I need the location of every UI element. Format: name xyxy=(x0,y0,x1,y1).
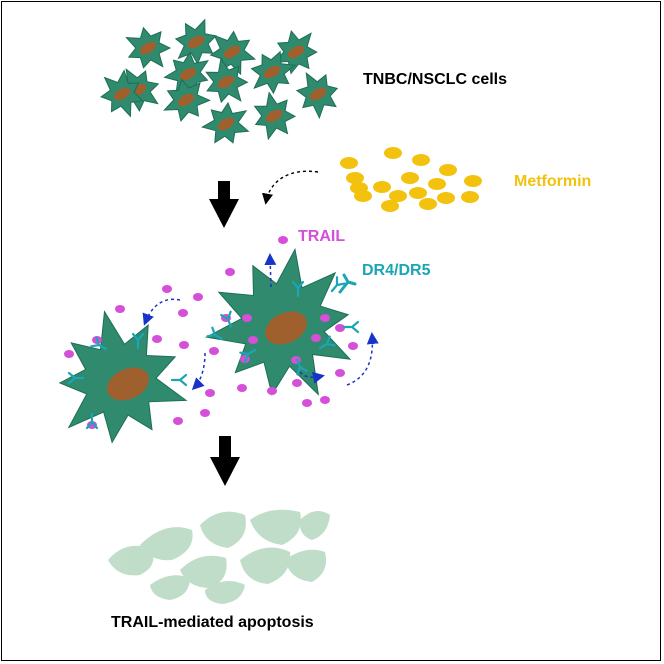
trail-dot xyxy=(193,293,203,301)
trail-dot xyxy=(278,236,288,244)
metformin-pill xyxy=(439,164,457,176)
receptor-icon xyxy=(330,276,346,293)
cell-icon xyxy=(295,71,339,120)
trail-dot xyxy=(302,399,312,407)
cell-icon xyxy=(253,91,297,141)
metformin-action-arrow-icon xyxy=(262,170,319,205)
trail-dot xyxy=(209,347,219,355)
cell-icon xyxy=(209,30,257,76)
trail-dot xyxy=(173,417,183,425)
metformin-pill xyxy=(381,200,399,212)
cell-icon xyxy=(100,69,144,118)
trail-dot xyxy=(320,396,330,404)
cell-icon xyxy=(205,57,249,104)
trail-dot xyxy=(178,309,188,317)
cell-fragment xyxy=(180,555,227,588)
down-arrow-icon xyxy=(209,181,239,228)
trail-dot xyxy=(348,342,358,350)
trail-dot xyxy=(64,350,74,358)
cell-fragment xyxy=(299,511,330,540)
tnbc-nsclc-cell-cluster xyxy=(100,18,339,144)
curved-arrow-icon xyxy=(299,371,325,384)
cell-icon xyxy=(250,50,297,95)
receptor-icon xyxy=(85,412,99,430)
curved-arrow-icon xyxy=(346,332,379,386)
metformin-pill xyxy=(437,192,455,204)
receptor-icon xyxy=(239,348,257,363)
trail-dot xyxy=(311,334,321,342)
cell-fragment xyxy=(200,511,246,548)
trail-dot xyxy=(179,341,189,349)
receptor-pointer-icon xyxy=(338,273,357,294)
curved-arrow-icon xyxy=(264,253,277,288)
trail-dot xyxy=(152,335,162,343)
receptor-icon xyxy=(131,332,145,350)
metformin-pill xyxy=(346,172,364,184)
receptor-label: DR4/DR5 xyxy=(362,262,431,279)
cell-fragment xyxy=(285,549,327,582)
trail-dot xyxy=(242,314,252,322)
cell-fragment xyxy=(108,545,154,576)
receptor-icon xyxy=(296,358,308,376)
cell-fragment xyxy=(205,581,245,604)
metformin-pill xyxy=(464,175,482,187)
cell-icon xyxy=(200,101,250,144)
outcome-label: TRAIL-mediated apoptosis xyxy=(111,614,314,631)
receptor-icon xyxy=(206,326,224,341)
metformin-pill xyxy=(461,191,479,203)
cell-fragment xyxy=(150,575,190,600)
metformin-pill xyxy=(412,154,430,166)
trail-dot xyxy=(320,314,330,322)
receptor-icon xyxy=(170,373,188,387)
receptor-icon xyxy=(318,335,336,350)
metformin-pill xyxy=(419,198,437,210)
trail-label: TRAIL xyxy=(298,228,346,245)
metformin-pill xyxy=(409,187,427,199)
trail-dot xyxy=(267,387,277,395)
curved-arrow-icon xyxy=(191,352,206,391)
metformin-pill xyxy=(384,147,402,159)
receptor-icon xyxy=(90,336,108,351)
trail-dot xyxy=(87,421,97,429)
metformin-pill xyxy=(350,182,368,194)
trail-dot xyxy=(335,324,345,332)
cell-icon xyxy=(273,30,318,75)
trail-release-arrows xyxy=(142,253,379,391)
receptor-icon xyxy=(67,371,85,385)
trail-dot xyxy=(248,336,258,344)
dr4-dr5-receptors xyxy=(67,273,360,430)
apoptotic-cell-fragments xyxy=(108,509,330,604)
cells-label: TNBC/NSCLC cells xyxy=(363,71,508,88)
down-arrow-icon xyxy=(210,436,240,486)
cell-icon xyxy=(125,26,172,69)
cell-icon xyxy=(58,310,188,444)
receptor-icon xyxy=(220,310,232,328)
trail-dot xyxy=(237,384,247,392)
cell-fragment xyxy=(250,509,301,545)
cell-fragment xyxy=(240,547,291,584)
cell-icon xyxy=(174,18,218,65)
metformin-pill xyxy=(428,178,446,190)
metformin-pill xyxy=(340,157,358,169)
metformin-pill xyxy=(389,190,407,202)
trail-dot xyxy=(225,268,235,276)
trail-dot xyxy=(205,389,215,397)
curved-arrow-icon xyxy=(142,298,181,326)
metformin-pills xyxy=(340,147,482,212)
metformin-pill xyxy=(401,172,419,184)
receptor-icon xyxy=(342,320,360,334)
metformin-label: Metformin xyxy=(514,173,592,190)
trail-dot xyxy=(200,409,210,417)
trail-dot xyxy=(292,379,302,387)
trail-dot xyxy=(115,305,125,313)
trail-dot xyxy=(162,285,172,293)
trail-dot xyxy=(335,369,345,377)
metformin-pill xyxy=(373,181,391,193)
cell-fragment xyxy=(140,527,193,561)
receptor-icon xyxy=(291,280,305,298)
cell-icon xyxy=(163,78,211,122)
